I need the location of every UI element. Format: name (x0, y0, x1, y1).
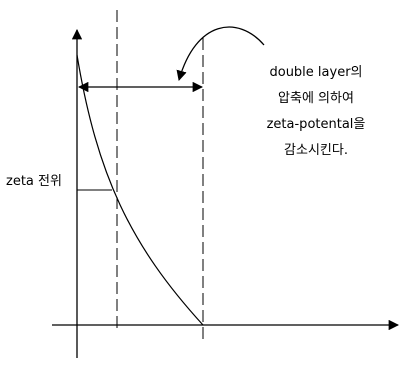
annotation-line-3: zeta-potental을 (267, 117, 366, 132)
zeta-potential-label: zeta 전위 (6, 174, 62, 189)
annotation-line-2: 압축에 의하여 (278, 91, 354, 106)
annotation-line-4: 감소시킨다. (284, 143, 348, 158)
potential-decay-curve (76, 54, 204, 326)
annotation-pointer-arrow (176, 26, 265, 82)
annotation-line-1: double layer의 (269, 65, 362, 80)
